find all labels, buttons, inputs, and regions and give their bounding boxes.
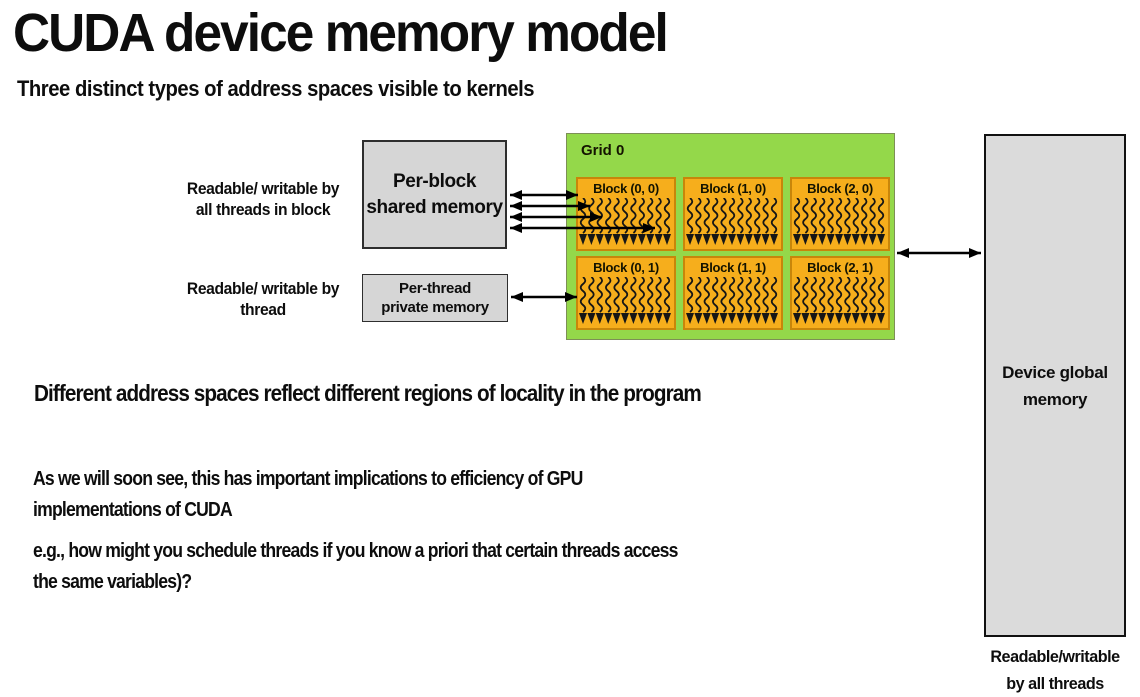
- grid-block-2-0: Block (2, 0): [790, 177, 890, 251]
- grid-box: Grid 0 Block (0, 0) Block (1, 0) Block (…: [566, 133, 895, 340]
- per-thread-private-memory-box: Per-thread private memory: [362, 274, 508, 322]
- per-block-shared-memory-box: Per-block shared memory: [362, 140, 507, 249]
- page-title: CUDA device memory model: [13, 3, 669, 63]
- block-title: Block (2, 1): [807, 260, 873, 275]
- grid-block-1-1: Block (1, 1): [683, 256, 783, 330]
- threads-icon: [793, 198, 887, 248]
- threads-icon: [686, 198, 780, 248]
- threads-icon: [686, 277, 780, 327]
- device-global-memory-box: Device global memory: [984, 134, 1126, 637]
- statement-text: Different address spaces reflect differe…: [34, 380, 702, 406]
- block-grid: Block (0, 0) Block (1, 0) Block (2, 0) B…: [576, 177, 890, 330]
- label-thread-access: Readable/ writable by thread: [186, 279, 340, 319]
- grid-label: Grid 0: [581, 142, 625, 159]
- block-title: Block (1, 0): [700, 181, 766, 196]
- threads-icon: [793, 277, 887, 327]
- block-title: Block (0, 1): [593, 260, 659, 275]
- threads-icon: [579, 277, 673, 327]
- grid-block-2-1: Block (2, 1): [790, 256, 890, 330]
- block-title: Block (0, 0): [593, 181, 659, 196]
- global-memory-caption: Readable/writable by all threads: [990, 647, 1120, 693]
- grid-block-1-0: Block (1, 0): [683, 177, 783, 251]
- page-subtitle: Three distinct types of address spaces v…: [17, 76, 535, 101]
- block-title: Block (2, 0): [807, 181, 873, 196]
- grid-block-0-0: Block (0, 0): [576, 177, 676, 251]
- threads-icon: [579, 198, 673, 248]
- grid-block-0-1: Block (0, 1): [576, 256, 676, 330]
- body-paragraph-2: e.g., how might you schedule threads if …: [33, 540, 678, 593]
- label-shared-access: Readable/ writable by all threads in blo…: [186, 179, 340, 219]
- block-title: Block (1, 1): [700, 260, 766, 275]
- body-paragraph-1: As we will soon see, this has important …: [33, 468, 583, 521]
